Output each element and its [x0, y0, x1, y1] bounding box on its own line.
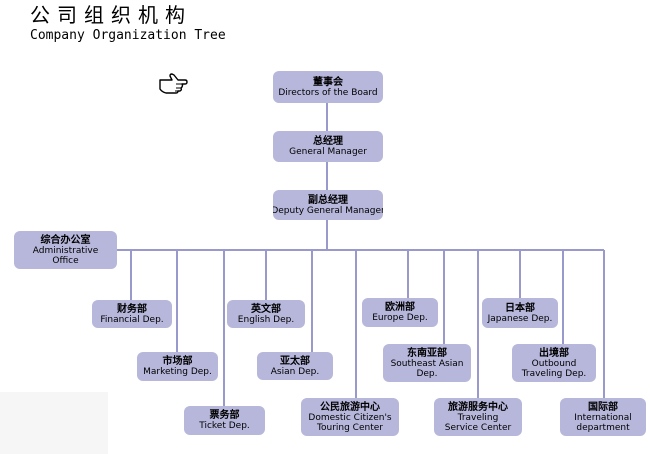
node-administrative-office-en1: Administrative [32, 245, 99, 256]
node-english-dep-cn: 英文部 [251, 303, 281, 315]
page-title: 公司组织机构 [30, 3, 192, 27]
node-europe-dep-en: Europe Dep. [372, 313, 428, 323]
page-subtitle: Company Organization Tree [30, 28, 226, 43]
node-japanese-dep-en: Japanese Dep. [487, 313, 553, 324]
node-marketing-dep-en: Marketing Dep. [143, 367, 212, 377]
node-board: 董事会 Directors of the Board [273, 71, 383, 103]
node-traveling-service-center-en1: Traveling [457, 412, 499, 423]
corner-shade [0, 392, 108, 454]
node-board-en: Directors of the Board [278, 87, 378, 98]
node-outbound-traveling-dep-en1: Outbound [531, 358, 577, 369]
node-english-dep-en: English Dep. [237, 314, 295, 325]
node-administrative-office-cn: 综合办公室 [40, 234, 91, 246]
node-international-department-en2: department [576, 422, 630, 433]
pointing-hand-icon [159, 73, 188, 94]
node-marketing-dep: 市场部 Marketing Dep. [137, 352, 218, 381]
node-japanese-dep-cn: 日本部 [505, 302, 535, 314]
node-southeast-asian-dep-en1: Southeast Asian [390, 358, 464, 369]
node-administrative-office: 综合办公室 Administrative Office [14, 231, 117, 269]
node-asian-dep: 亚太部 Asian Dep. [257, 352, 333, 380]
node-domestic-touring-center-en1: Domestic Citizen's [308, 412, 392, 423]
node-deputy-general-manager: 副总经理 Deputy General Manager [273, 190, 383, 220]
node-international-department: 国际部 International department [560, 398, 646, 436]
node-general-manager-en: General Manager [289, 147, 367, 157]
node-board-cn: 董事会 [313, 76, 343, 88]
node-ticket-dep-cn: 票务部 [209, 410, 240, 421]
node-southeast-asian-dep-en2: Dep. [416, 368, 438, 379]
node-marketing-dep-cn: 市场部 [162, 356, 193, 367]
node-outbound-traveling-dep-cn: 出境部 [539, 347, 569, 359]
node-international-department-en1: International [574, 412, 632, 423]
node-general-manager: 总经理 General Manager [273, 131, 383, 162]
node-deputy-general-manager-cn: 副总经理 [308, 194, 348, 206]
node-administrative-office-en2: Office [52, 255, 79, 266]
node-deputy-general-manager-en: Deputy General Manager [273, 205, 383, 216]
node-english-dep: 英文部 English Dep. [227, 300, 305, 328]
node-financial-dep: 财务部 Financial Dep. [92, 300, 172, 328]
node-domestic-touring-center: 公民旅游中心 Domestic Citizen's Touring Center [301, 398, 399, 436]
node-ticket-dep-en: Ticket Dep. [199, 421, 250, 431]
node-southeast-asian-dep: 东南亚部 Southeast Asian Dep. [383, 344, 471, 382]
node-domestic-touring-center-en2: Touring Center [317, 422, 383, 433]
node-financial-dep-en: Financial Dep. [100, 314, 164, 325]
node-financial-dep-cn: 财务部 [117, 303, 147, 315]
node-asian-dep-cn: 亚太部 [280, 355, 310, 367]
node-traveling-service-center-en2: Service Center [444, 422, 512, 433]
node-outbound-traveling-dep-en2: Traveling Dep. [521, 368, 587, 379]
node-traveling-service-center-cn: 旅游服务中心 [448, 401, 508, 413]
node-domestic-touring-center-cn: 公民旅游中心 [320, 401, 380, 413]
node-international-department-cn: 国际部 [588, 401, 618, 413]
node-general-manager-cn: 总经理 [313, 136, 343, 147]
node-europe-dep-cn: 欧洲部 [385, 302, 415, 313]
node-ticket-dep: 票务部 Ticket Dep. [184, 406, 265, 435]
node-southeast-asian-dep-cn: 东南亚部 [407, 347, 447, 359]
node-asian-dep-en: Asian Dep. [270, 366, 320, 377]
node-europe-dep: 欧洲部 Europe Dep. [362, 298, 438, 327]
node-traveling-service-center: 旅游服务中心 Traveling Service Center [434, 398, 522, 436]
node-japanese-dep: 日本部 Japanese Dep. [482, 298, 558, 328]
node-outbound-traveling-dep: 出境部 Outbound Traveling Dep. [512, 344, 596, 382]
